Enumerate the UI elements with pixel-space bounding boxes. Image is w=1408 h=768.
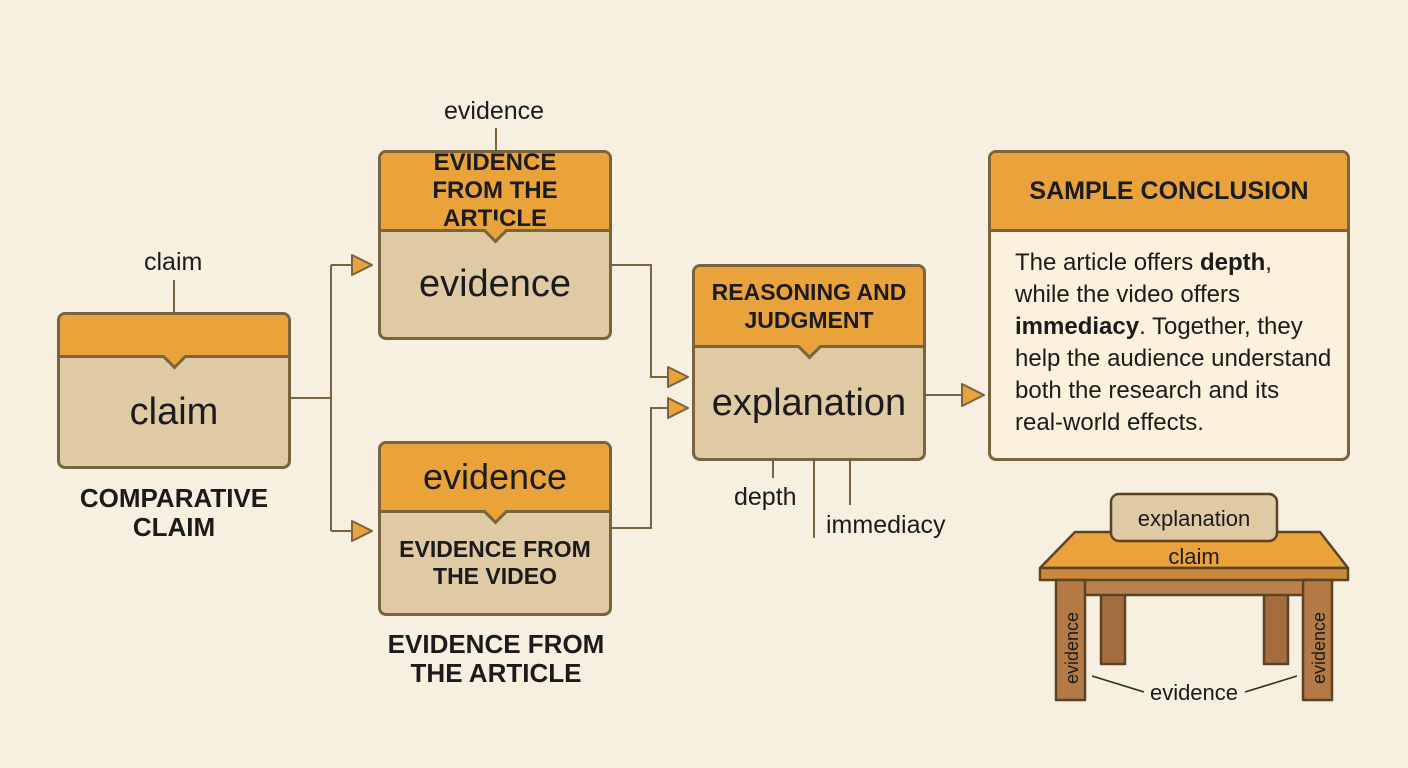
article-top-label: evidence — [444, 97, 545, 125]
reasoning-box-header: REASONING AND JUDGMENT — [695, 267, 923, 348]
claim-box: claim — [57, 312, 291, 469]
depth-label: depth — [734, 483, 797, 511]
table-front-right-leg — [1301, 578, 1334, 702]
table-front-left-leg — [1054, 578, 1087, 702]
conclusion-bold-depth: depth — [1199, 249, 1266, 276]
arrow-to-article — [351, 254, 373, 276]
reasoning-box: REASONING AND JUDGMENT explanation — [692, 264, 926, 461]
table-top-edge — [1038, 566, 1350, 582]
video-box-text: EVIDENCE FROM THE VIDEO — [399, 536, 591, 589]
video-caption: EVIDENCE FROM THE ARTICLE — [387, 629, 605, 689]
conclusion-text-1: The article offers — [1015, 249, 1200, 276]
evidence-pointer-right — [1244, 675, 1298, 693]
claim-top-label: claim — [144, 248, 203, 276]
article-evidence-box: EVIDENCE FROM THE ARTICLE evidence — [378, 149, 612, 340]
left-leg-label: evidence — [1062, 612, 1082, 684]
video-to-reasoning-line — [612, 407, 668, 529]
conclusion-bold-immediacy: immediacy — [1015, 313, 1140, 340]
table-bottom-label: evidence — [1150, 680, 1238, 705]
conclusion-text-2: , while the video offers — [1015, 249, 1272, 308]
conclusion-box-header: SAMPLE CONCLUSION — [991, 153, 1347, 232]
table-back-left-leg — [1099, 590, 1127, 666]
arrow-to-video — [351, 520, 373, 542]
tabletop-label: claim — [1168, 544, 1219, 569]
arrow-article-to-reasoning — [667, 366, 689, 388]
video-box-header: evidence — [381, 444, 609, 513]
conclusion-box: SAMPLE CONCLUSION The article offers dep… — [988, 150, 1350, 461]
comparative-claim-caption: COMPARATIVE CLAIM — [79, 483, 269, 543]
article-to-reasoning-line — [612, 264, 668, 378]
right-leg-label: evidence — [1309, 612, 1329, 684]
conclusion-paragraph: The article offers depth, while the vide… — [1015, 247, 1333, 439]
evidence-pointer-left — [1091, 675, 1145, 693]
claim-box-text: claim — [129, 390, 219, 433]
table-back-right-leg — [1262, 590, 1290, 666]
arrow-to-conclusion — [961, 383, 985, 407]
table-apron — [1055, 577, 1332, 597]
video-evidence-box: evidence EVIDENCE FROM THE VIDEO — [378, 441, 612, 616]
article-box-text: evidence — [418, 263, 572, 305]
table-block-label: explanation — [1138, 506, 1251, 531]
reasoning-box-text: explanation — [711, 381, 907, 424]
immediacy-label: immediacy — [826, 511, 946, 539]
table-explanation-block — [1109, 492, 1279, 543]
arrow-video-to-reasoning — [667, 397, 689, 419]
conclusion-text-3: . Together, they help the audience under… — [1015, 313, 1332, 436]
